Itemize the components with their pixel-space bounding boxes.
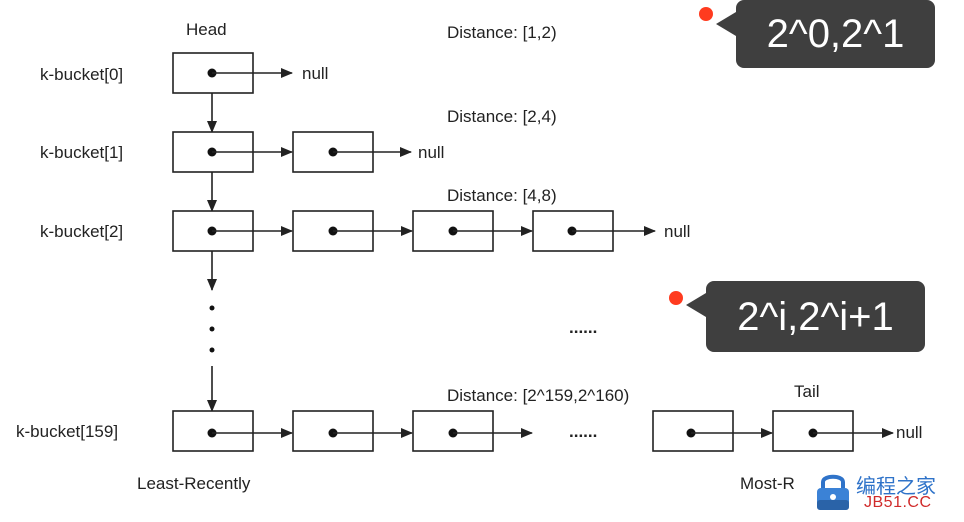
vertical-dot-1 <box>209 305 215 311</box>
vertical-dot-3 <box>209 347 215 353</box>
distance-label-2: Distance: [4,8) <box>447 186 557 205</box>
middle-ellipsis: ...... <box>569 318 597 337</box>
distance-label-0: Distance: [1,2) <box>447 23 557 42</box>
watermark-en-text: JB51.CC <box>864 494 932 511</box>
most-recently-caption: Most-R <box>740 474 795 493</box>
bucket-label-2: k-bucket[2] <box>40 222 123 241</box>
site-watermark: 编程之家 JB51.CC <box>812 466 964 522</box>
tail-label: Tail <box>794 382 820 401</box>
row159-ellipsis: ...... <box>569 422 597 441</box>
row0-null: null <box>302 64 328 83</box>
watermark-lock-icon <box>817 474 849 510</box>
bucket-label-0: k-bucket[0] <box>40 65 123 84</box>
distance-label-159: Distance: [2^159,2^160) <box>447 386 629 405</box>
row1-null: null <box>418 143 444 162</box>
annotation-marker-1[interactable] <box>699 7 713 21</box>
distance-label-1: Distance: [2,4) <box>447 107 557 126</box>
bucket-label-1: k-bucket[1] <box>40 143 123 162</box>
watermark-cn-text: 编程之家 <box>856 474 936 498</box>
least-recently-caption: Least-Recently <box>137 474 251 493</box>
bucket-label-159: k-bucket[159] <box>16 422 118 441</box>
row2-null: null <box>664 222 690 241</box>
annotation-text-2: 2^i,2^i+1 <box>737 294 894 339</box>
vertical-dot-2 <box>209 326 215 332</box>
row159-null: null <box>896 423 922 442</box>
annotation-bubble-1: 2^0,2^1 <box>716 0 935 68</box>
annotation-marker-2[interactable] <box>669 291 683 305</box>
annotation-bubble-2: 2^i,2^i+1 <box>686 281 925 352</box>
annotation-text-1: 2^0,2^1 <box>766 12 905 56</box>
head-label: Head <box>186 20 227 39</box>
